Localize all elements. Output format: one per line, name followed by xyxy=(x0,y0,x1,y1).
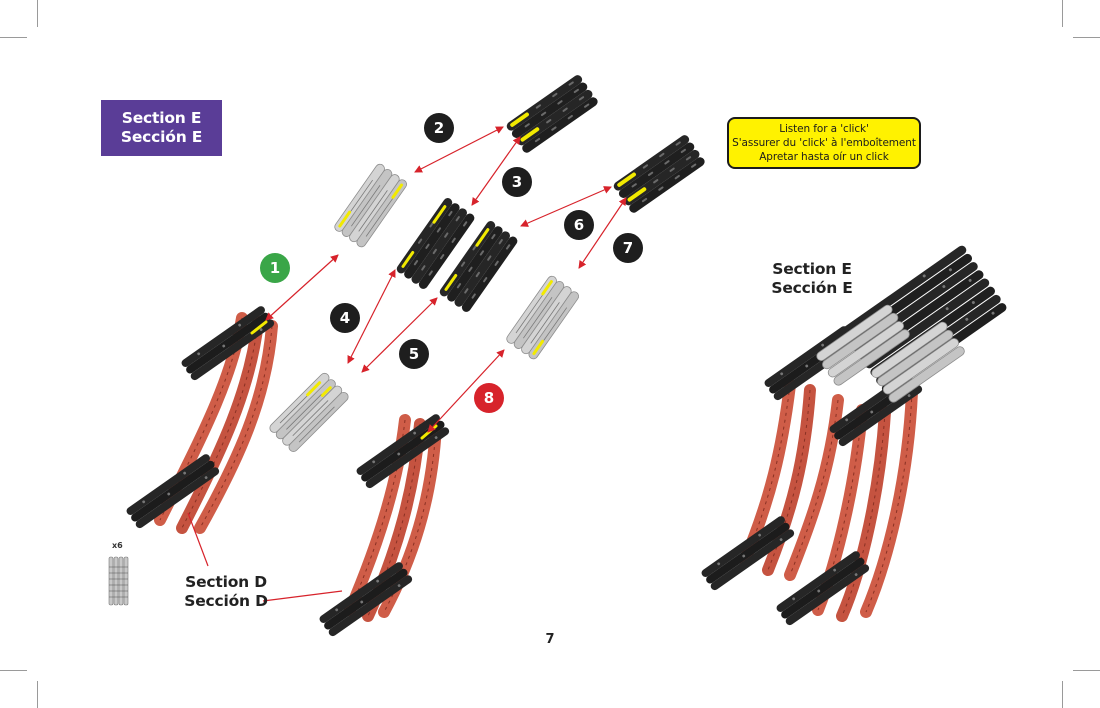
leader-line-section-d-middle xyxy=(262,590,343,602)
step-number: 6 xyxy=(573,216,585,234)
click-note-line-es: Apretar hasta oír un click xyxy=(759,151,889,163)
crop-mark-bottom-left-v xyxy=(37,681,38,708)
step-number: 1 xyxy=(269,259,281,277)
section-e-result-line2: Sección E xyxy=(771,279,853,297)
click-note-box: Listen for a 'click' S'assurer du 'click… xyxy=(727,117,921,169)
step-number: 2 xyxy=(433,119,445,137)
step-badge-8: 8 xyxy=(474,383,504,413)
grey-strip-part-b xyxy=(267,371,351,454)
click-note-line-en: Listen for a 'click' xyxy=(779,123,869,135)
section-e-completed-assembly xyxy=(700,245,1007,627)
crop-mark-top-right-h xyxy=(1073,37,1100,38)
arrow-step-3 xyxy=(471,136,521,206)
section-e-result-label: Section E Sección E xyxy=(760,260,864,298)
section-d-line2: Sección D xyxy=(184,592,268,610)
arrow-step-1 xyxy=(265,254,339,321)
section-d-assembly-middle xyxy=(318,412,451,638)
arrow-step-8 xyxy=(427,349,505,433)
black-strip-part-middle-a xyxy=(395,196,477,291)
black-strip-part-middle-b xyxy=(438,219,520,314)
click-note-line-fr: S'assurer du 'click' à l'emboîtement xyxy=(732,137,916,149)
black-strip-part-right xyxy=(612,133,707,215)
section-e-banner-line1: Section E xyxy=(121,109,202,127)
arrow-step-6 xyxy=(520,186,612,227)
step-badge-3: 3 xyxy=(502,167,532,197)
section-e-result-line1: Section E xyxy=(772,260,852,278)
step-number: 8 xyxy=(483,389,495,407)
crop-mark-top-right-v xyxy=(1062,0,1063,27)
crop-mark-top-left-h xyxy=(0,37,27,38)
grey-strip-part-a xyxy=(332,162,409,250)
step-number: 3 xyxy=(511,173,523,191)
section-e-banner: Section E Sección E xyxy=(101,100,222,156)
step-number: 7 xyxy=(622,239,634,257)
page-number: 7 xyxy=(545,632,555,647)
step-badge-7: 7 xyxy=(613,233,643,263)
arrow-step-5 xyxy=(361,297,438,373)
section-d-line1: Section D xyxy=(185,573,267,591)
step-badge-1: 1 xyxy=(260,253,290,283)
arrow-step-7 xyxy=(578,197,627,269)
section-d-label: Section D Sección D xyxy=(170,573,282,611)
step-badge-2: 2 xyxy=(424,113,454,143)
grey-strip-part-c xyxy=(504,274,581,362)
step-badge-5: 5 xyxy=(399,339,429,369)
step-badge-4: 4 xyxy=(330,303,360,333)
section-d-assembly-left xyxy=(125,304,278,534)
step-number: 5 xyxy=(408,345,420,363)
crop-mark-bottom-right-h xyxy=(1073,670,1100,671)
step-badge-6: 6 xyxy=(564,210,594,240)
section-e-banner-line2: Sección E xyxy=(120,128,203,146)
grey-connector-strip-icon xyxy=(108,556,129,606)
crop-mark-top-left-v xyxy=(37,0,38,27)
step-number: 4 xyxy=(339,309,351,327)
assembly-arrows xyxy=(265,126,627,433)
crop-mark-bottom-left-h xyxy=(0,670,27,671)
leader-line-section-d-left xyxy=(187,512,209,567)
parts-quantity: x6 xyxy=(112,541,123,550)
black-strip-part-top xyxy=(505,73,600,155)
crop-mark-bottom-right-v xyxy=(1062,681,1063,708)
arrow-step-2 xyxy=(414,126,504,173)
